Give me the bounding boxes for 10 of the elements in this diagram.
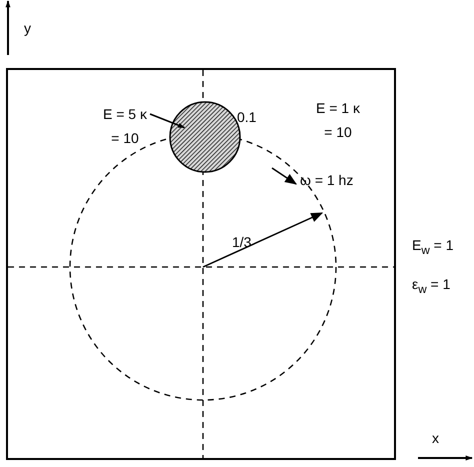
y-axis-label: y	[24, 19, 31, 38]
inclusion-properties: E = 5 κ = 10	[102, 105, 148, 148]
leader-line	[150, 113, 186, 128]
wall-permittivity-label: ε$_{w}$ = 1	[412, 275, 450, 298]
wall-stiffness-label: E$_{w}$ = 1	[412, 236, 454, 259]
x-axis-label: x	[432, 429, 439, 448]
matrix-properties: E = 1 κ = 10	[315, 99, 361, 142]
radius-label: 0.1	[237, 108, 256, 127]
domain-square	[6, 68, 396, 460]
angular-speed-label: ω = 1 hz	[300, 171, 354, 190]
